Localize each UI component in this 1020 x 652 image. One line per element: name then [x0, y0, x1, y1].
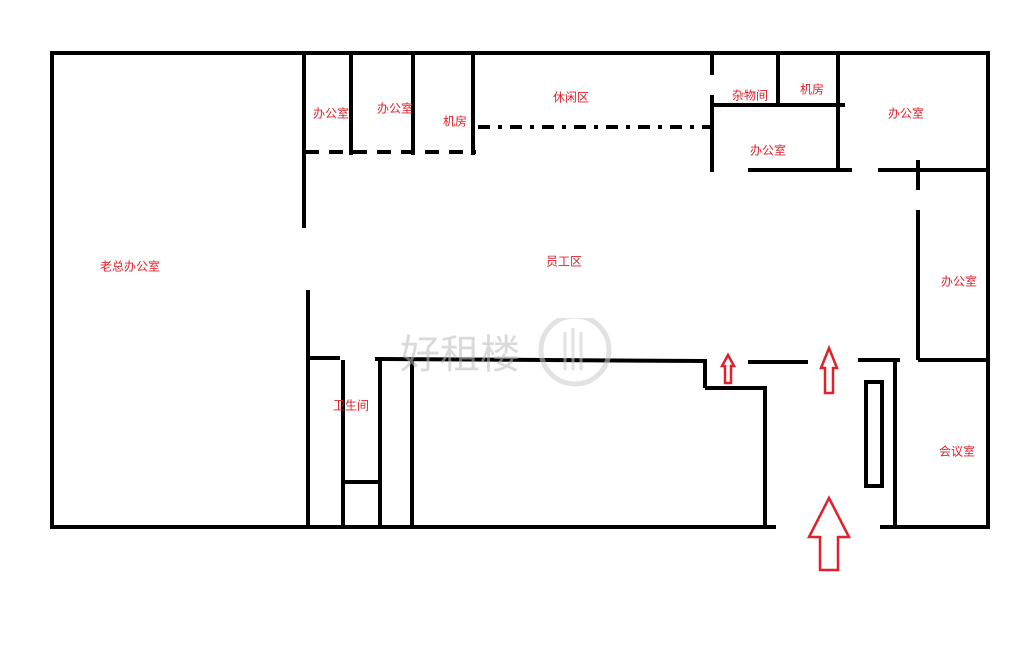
room-label-restroom: 卫生间: [332, 398, 370, 413]
arrow-up-icon: [819, 344, 839, 395]
room-label-office: 办公室: [376, 101, 414, 116]
arrow-up-icon: [719, 352, 737, 385]
column: [864, 380, 884, 488]
svg-text:好租楼: 好租楼: [400, 332, 520, 378]
room-label-storage: 杂物间: [731, 88, 769, 103]
room-label-office: 办公室: [312, 106, 350, 121]
room-label-staff-area: 员工区: [545, 254, 583, 269]
watermark-logo: 好租楼: [400, 318, 630, 388]
room-label-office: 办公室: [749, 143, 787, 158]
entrance-arrow-icon: [806, 495, 852, 572]
room-label-machine-room: 机房: [799, 82, 825, 97]
room-label-office: 办公室: [940, 274, 978, 289]
room-label-boss-office: 老总办公室: [99, 259, 161, 274]
room-label-meeting-room: 会议室: [938, 444, 976, 459]
room-label-office: 办公室: [887, 106, 925, 121]
room-label-lounge: 休闲区: [552, 90, 590, 105]
room-label-machine-room: 机房: [442, 114, 468, 129]
